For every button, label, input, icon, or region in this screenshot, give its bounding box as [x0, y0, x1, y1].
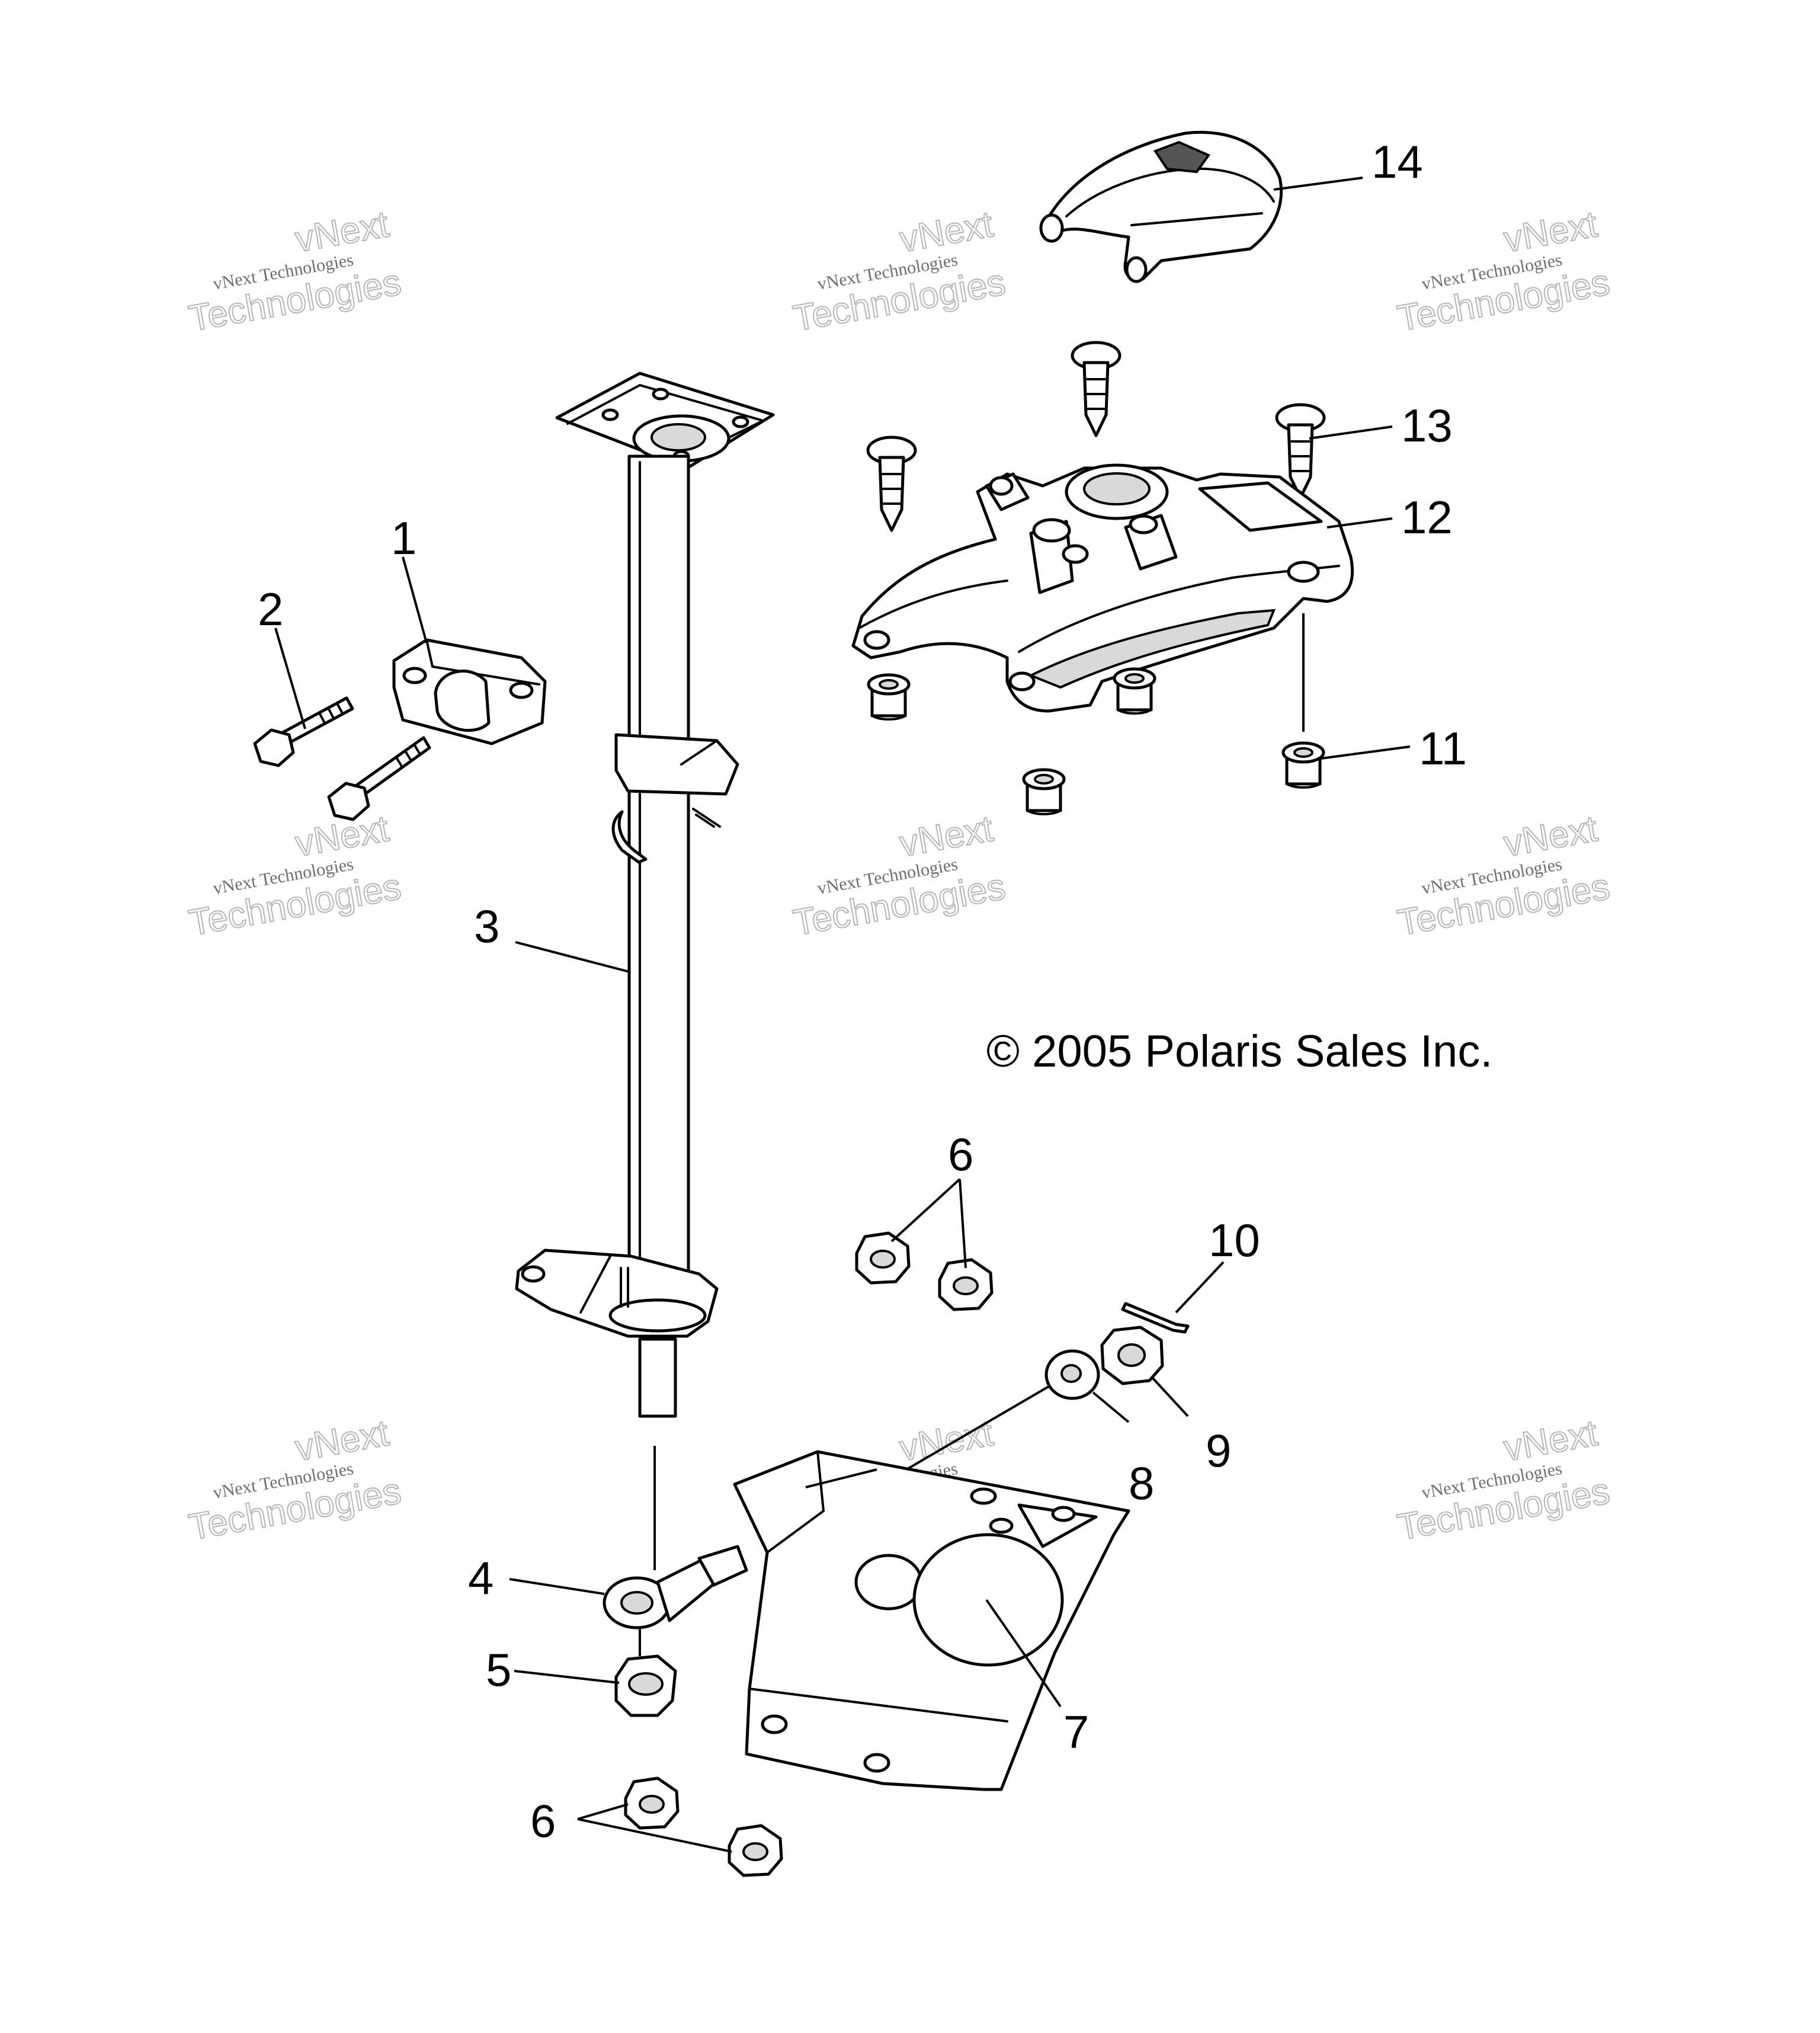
part-7-bracket — [733, 1450, 1130, 1791]
screw — [866, 436, 917, 532]
callout-10: 10 — [1209, 1214, 1260, 1266]
flange-nut — [728, 1824, 783, 1877]
callout-13: 13 — [1401, 399, 1453, 452]
part-6-nuts — [624, 1231, 994, 1877]
watermark: vNext vNext Technologies Technologies — [1394, 203, 1613, 340]
watermarks: vNext vNext Technologies Technologies vN… — [185, 203, 1613, 1549]
bolt — [327, 736, 431, 821]
flange-nut — [855, 1231, 911, 1285]
callout-1: 1 — [391, 512, 416, 564]
leader-lines — [274, 177, 1411, 1853]
callout-6-upper: 6 — [948, 1128, 973, 1180]
callouts: 14 13 12 11 1 2 3 6 10 9 8 7 4 5 6 — [258, 136, 1467, 1847]
part-4-tie-rod-end — [603, 1545, 748, 1656]
part-12-mount — [851, 463, 1354, 732]
callout-9: 9 — [1206, 1424, 1231, 1477]
callout-8: 8 — [1129, 1457, 1154, 1509]
watermark: vNext vNext Technologies Technologies — [185, 1412, 405, 1549]
screw — [1275, 403, 1326, 500]
callout-7: 7 — [1063, 1706, 1089, 1758]
callout-12: 12 — [1401, 491, 1453, 543]
part-5-nut — [614, 1654, 677, 1717]
part-8-washer — [905, 1349, 1100, 1471]
screw — [1071, 341, 1122, 437]
nut — [867, 673, 911, 721]
nut — [1281, 741, 1325, 789]
bolt — [253, 696, 354, 767]
callout-4: 4 — [468, 1552, 494, 1604]
part-2-bolts — [253, 696, 431, 821]
part-14-cover — [1039, 130, 1283, 283]
callout-6-lower: 6 — [530, 1795, 556, 1847]
part-11-nuts — [867, 667, 1325, 815]
watermark: vNext vNext Technologies Technologies — [185, 808, 405, 945]
callout-2: 2 — [258, 583, 283, 635]
watermark: vNext vNext Technologies Technologies — [1394, 1412, 1613, 1549]
nut — [1113, 667, 1156, 715]
callout-3: 3 — [474, 900, 499, 952]
part-9-nut — [1100, 1326, 1164, 1385]
copyright-notice: © 2005 Polaris Sales Inc. — [986, 1026, 1492, 1077]
part-10-cotter-pin — [1121, 1302, 1190, 1334]
callout-5: 5 — [486, 1644, 511, 1696]
part-13-screws — [866, 341, 1326, 533]
watermark: vNext vNext Technologies Technologies — [185, 203, 405, 340]
callout-14: 14 — [1372, 136, 1423, 188]
flange-nut — [624, 1776, 680, 1830]
callout-11: 11 — [1419, 722, 1467, 774]
nut — [1022, 768, 1066, 815]
watermark: vNext vNext Technologies Technologies — [790, 203, 1009, 340]
part-3-steering-post — [515, 372, 775, 1570]
part-1-clamp — [392, 638, 547, 745]
flange-nut — [938, 1258, 994, 1311]
watermark: vNext vNext Technologies Technologies — [790, 808, 1009, 945]
watermark: vNext vNext Technologies Technologies — [1394, 808, 1613, 945]
